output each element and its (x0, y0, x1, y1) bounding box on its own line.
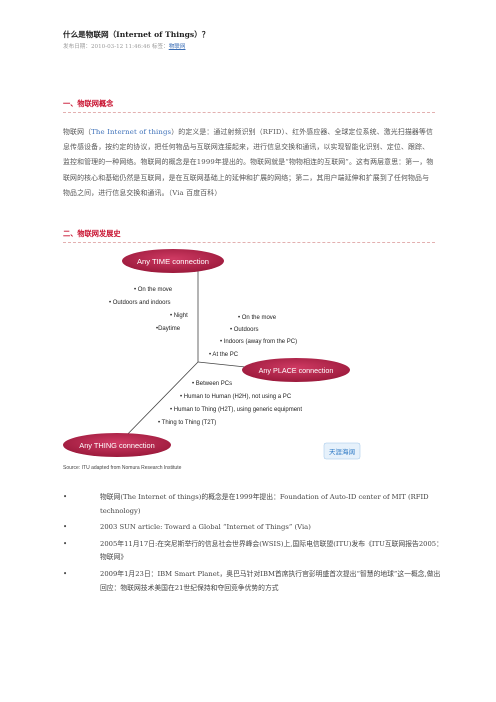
place-label: Any PLACE connection (259, 366, 334, 375)
para-text-start: 物联网（ (63, 128, 92, 136)
para-highlight: The Internet of things (91, 128, 172, 136)
bullet-icon: • (63, 539, 68, 548)
publish-info: 发布日期：2010-03-12 11:46:46 标签： (63, 44, 169, 50)
thing-ellipse (63, 433, 171, 457)
place-item: • On the move (238, 315, 277, 321)
time-label: Any TIME connection (137, 257, 209, 266)
place-item: • Indoors (away from the PC) (220, 339, 297, 345)
thing-item: • Between PCs (192, 381, 232, 387)
list-item: •2009年1月23日：IBM Smart Planet，奥巴马针对IBM首席执… (63, 569, 441, 592)
place-item: • At the PC (209, 352, 239, 358)
article-title: 什么是物联网（Internet of Things）？ (63, 30, 210, 39)
bullet-icon: • (63, 493, 68, 501)
history-list: •物联网(The Internet of things)的概念是在1999年提出… (63, 491, 443, 598)
article-meta: 发布日期：2010-03-12 11:46:46 标签：物联网 (63, 42, 185, 50)
para-text-rest: ）的定义是：通过射频识别（RFID）、红外感应器、全球定位系统、激光扫描器等信息… (63, 128, 434, 197)
concept-paragraph: 物联网（The Internet of things）的定义是：通过射频识别（R… (63, 125, 435, 201)
section-heading-history: 二、物联网发展史 (63, 229, 121, 238)
bullet-icon: • (63, 523, 68, 532)
section-divider (63, 112, 435, 113)
section-divider (63, 242, 435, 243)
tag-link[interactable]: 物联网 (168, 44, 186, 50)
list-item: •物联网(The Internet of things)的概念是在1999年提出… (63, 493, 429, 515)
time-ellipse (122, 249, 224, 273)
thing-item: • Human to Human (H2H), not using a PC (180, 394, 292, 400)
bullet-icon: • (63, 569, 68, 578)
diagram-source: Source: ITU adapted from Nomura Research… (63, 465, 182, 471)
watermark-logo: 天涯海阔 (323, 442, 361, 460)
thing-item: • Thing to Thing (T2T) (158, 420, 216, 426)
section-heading-concept: 一、物联网概念 (63, 99, 114, 108)
thing-item: • Human to Thing (H2T), using generic eq… (170, 407, 302, 413)
place-ellipse (242, 358, 350, 382)
time-item: •Daytime (156, 326, 181, 332)
time-item: • Outdoors and indoors (109, 300, 170, 306)
thing-axis (119, 361, 199, 443)
list-item: •2005年11月17日:在突尼斯举行的信息社会世界峰会(WSIS)上,国际电信… (63, 539, 443, 562)
list-item: •2003 SUN article: Toward a Global “Inte… (63, 521, 443, 535)
time-item: • Night (170, 313, 188, 319)
place-item: • Outdoors (230, 327, 258, 333)
iot-diagram: Any TIME connection Any PLACE connection… (63, 249, 361, 471)
time-item: • On the move (134, 287, 173, 293)
thing-label: Any THING connection (79, 441, 154, 450)
watermark-text: 天涯海阔 (329, 447, 355, 456)
